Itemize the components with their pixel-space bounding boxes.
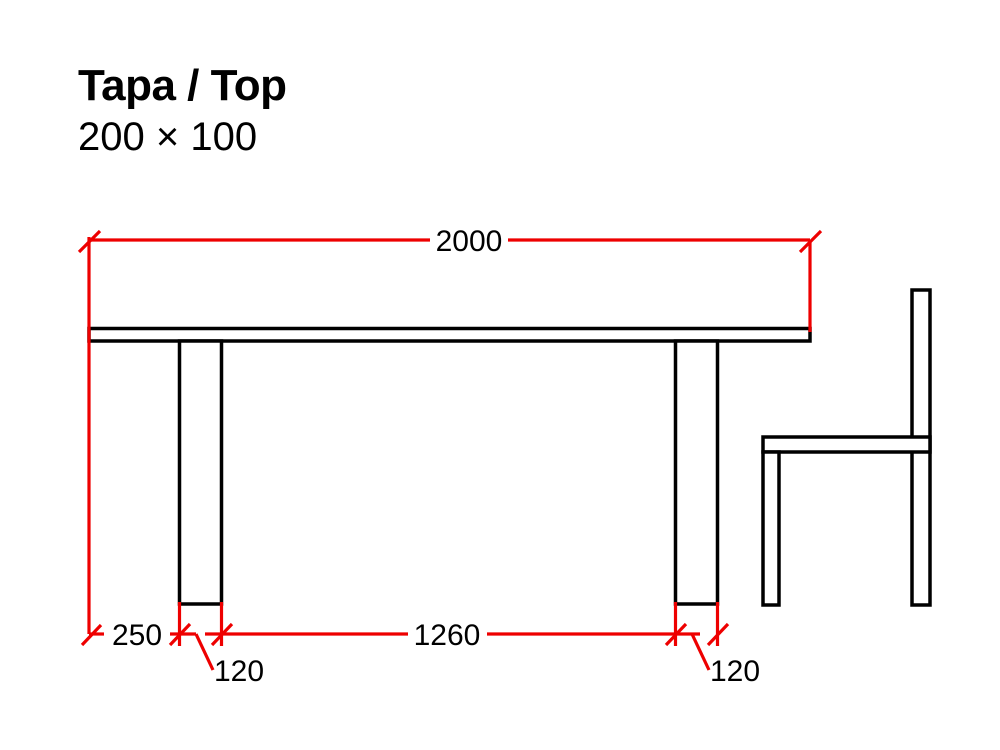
dimension-label-2000: 2000 — [436, 225, 503, 258]
page-title: Tapa / Top — [78, 61, 287, 110]
dimension-tick-topleft — [77, 229, 102, 254]
leader-line-120-right — [690, 633, 711, 671]
chair-seat — [761, 435, 932, 454]
dimension-overall-width — [77, 229, 823, 634]
dimension-tick-right-leg-inner — [664, 622, 688, 647]
chair-assembly — [761, 288, 932, 607]
leader-line-120-left — [194, 633, 215, 671]
dimension-label-120-left: 120 — [214, 655, 264, 688]
dimension-label-250: 250 — [112, 619, 162, 652]
chair-front-leg — [761, 450, 781, 607]
dimension-tick-topright — [798, 229, 823, 254]
dimension-label-1260: 1260 — [414, 619, 481, 652]
title-block: Tapa / Top 200 × 100 — [78, 61, 287, 160]
tabletop-slab — [87, 326, 812, 343]
dimension-tick-left-leg-inner — [210, 622, 234, 647]
dimension-bottom-chain — [80, 602, 730, 671]
dimension-tick-left-leg-outer — [168, 622, 192, 647]
dimension-label-120-right: 120 — [710, 655, 760, 688]
dimension-tick-right-leg-outer — [706, 622, 730, 647]
table-assembly — [87, 326, 812, 606]
left-leg — [177, 339, 224, 606]
dimension-tick-bottomleft — [80, 623, 103, 647]
page-subtitle: 200 × 100 — [78, 114, 258, 159]
right-leg — [673, 339, 720, 606]
